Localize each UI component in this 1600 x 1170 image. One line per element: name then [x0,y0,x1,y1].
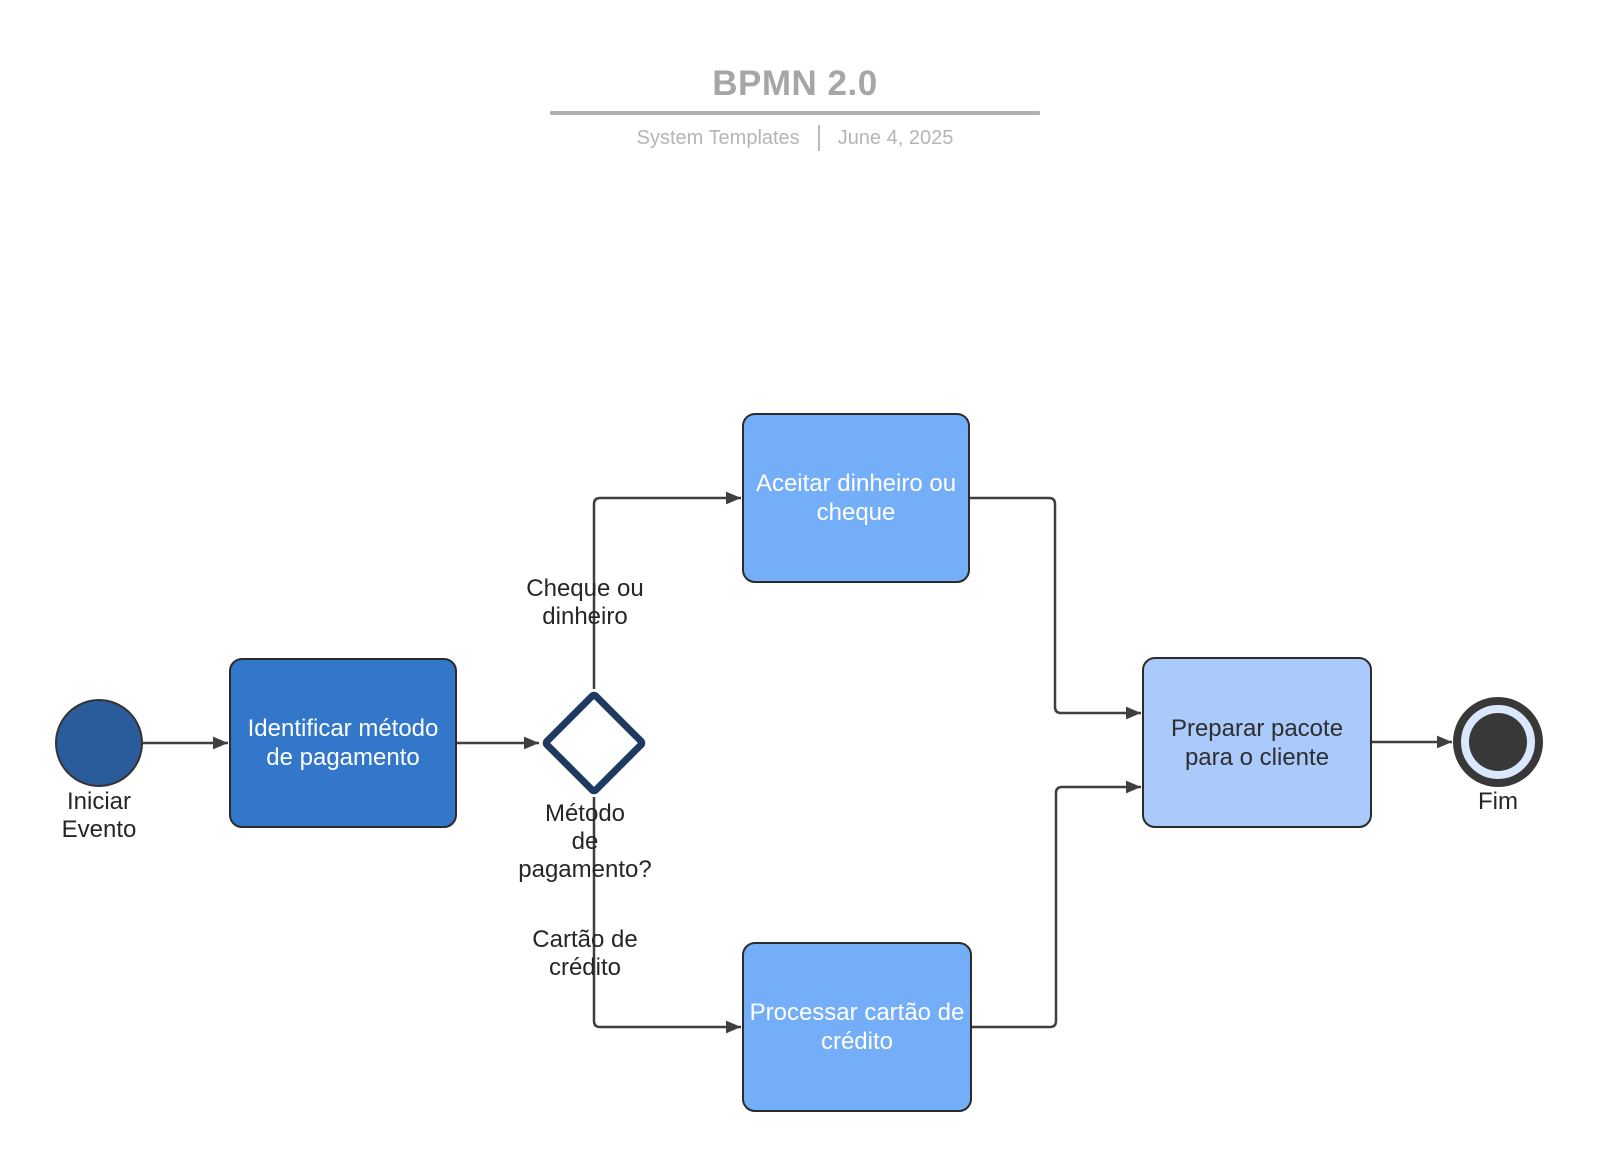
end-event-label: Fim [1478,788,1518,815]
task-label: Preparar pacote para o cliente [1170,714,1344,771]
start-event-circle[interactable] [55,699,143,787]
flow-process-to-prepare [972,780,1141,1029]
branch-label-cash: Cheque ou dinheiro [526,575,644,630]
subtitle-date: June 4, 2025 [837,127,954,149]
page-title: BPMN 2.0 [712,64,878,103]
flow-accept-to-prepare [970,496,1141,720]
end-event-core [1469,713,1527,771]
subtitle-separator [817,125,820,151]
branch-label-card: Cartão de crédito [532,926,638,981]
end-event-circle[interactable] [1453,697,1543,787]
task-accept-cash-or-check[interactable]: Aceitar dinheiro ou cheque [742,413,970,583]
flow-gateway-to-process [592,797,741,1034]
header-subtitle: System Templates June 4, 2025 [0,125,1590,151]
task-label: Aceitar dinheiro ou cheque [755,470,957,526]
task-process-credit-card[interactable]: Processar cartão de crédito [742,942,972,1112]
task-prepare-package[interactable]: Preparar pacote para o cliente [1142,657,1372,828]
diagram-header: BPMN 2.0 System Templates June 4, 2025 [0,64,1590,151]
task-label: Identificar método de pagamento [247,715,439,771]
task-label: Processar cartão de crédito [749,999,965,1055]
start-event-label: Iniciar Evento [61,788,137,843]
subtitle-source: System Templates [636,127,800,149]
task-identify-payment-method[interactable]: Identificar método de pagamento [229,658,457,828]
header-divider [550,111,1040,115]
flow-gateway-to-accept [592,491,741,689]
gateway-label: Método de pagamento? [518,800,652,883]
